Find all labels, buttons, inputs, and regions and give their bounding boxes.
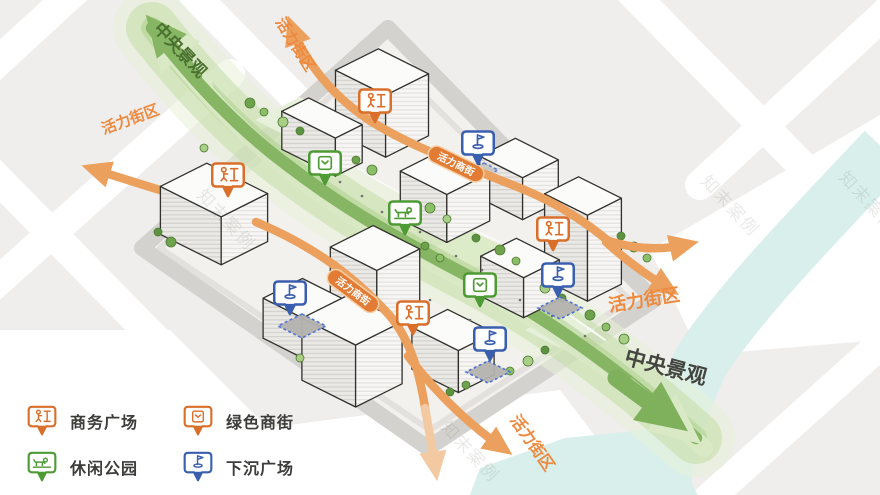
tree <box>165 236 177 248</box>
person-dot <box>380 210 384 214</box>
tree <box>642 253 652 263</box>
person-dot <box>428 298 432 302</box>
business-plaza-pin-icon <box>26 403 58 439</box>
tree <box>295 126 305 136</box>
tree <box>442 214 452 224</box>
building-face <box>329 224 421 272</box>
person-dot <box>454 254 458 258</box>
tree <box>471 233 481 243</box>
legend-label-business-plaza: 商务广场 <box>70 415 139 432</box>
person-dot <box>480 268 484 272</box>
building-face <box>281 97 363 139</box>
tree <box>616 231 626 241</box>
central-landscape-arrowhead <box>607 369 702 445</box>
building-face <box>159 162 269 218</box>
building-face <box>543 176 623 216</box>
legend-label-sunken-plaza: 下沉广场 <box>226 461 295 478</box>
tree <box>435 253 445 263</box>
tree <box>494 244 506 256</box>
tree <box>445 387 455 397</box>
tree <box>244 97 256 109</box>
tree <box>522 355 534 367</box>
tree <box>424 202 436 214</box>
legend-label-leisure-park: 休闲公园 <box>70 461 139 478</box>
tree <box>511 256 521 266</box>
tree <box>295 353 305 363</box>
tree <box>618 333 630 345</box>
tree <box>259 107 269 117</box>
sunken-plaza-pin-icon <box>182 449 214 485</box>
person-dot <box>583 334 587 338</box>
building <box>159 162 269 266</box>
sunken-plaza-areas <box>276 162 584 384</box>
tree <box>584 309 596 321</box>
person-dot <box>468 318 472 322</box>
legend-item-leisure-park: 休闲公园 <box>26 449 138 485</box>
tree <box>351 155 361 165</box>
person-dot <box>518 298 522 302</box>
person-dot <box>338 180 342 184</box>
person-dot <box>360 194 364 198</box>
tree <box>420 241 430 251</box>
tree <box>461 380 471 390</box>
leisure-park-pin-icon <box>26 449 58 485</box>
tree <box>601 322 611 332</box>
legend-item-business-plaza: 商务广场 <box>26 403 138 439</box>
tree <box>199 143 209 153</box>
legend-item-sunken-plaza: 下沉广场 <box>182 449 294 485</box>
tree <box>277 116 289 128</box>
legend-item-green-street: 绿色商街 <box>182 403 294 439</box>
legend: 商务广场 绿色商街 休闲公园 下沉广场 <box>26 403 294 485</box>
tree <box>540 345 550 355</box>
tree <box>366 164 378 176</box>
tree <box>153 227 163 237</box>
legend-label-green-street: 绿色商街 <box>226 415 295 432</box>
building <box>399 148 491 244</box>
green-street-pin-icon <box>182 403 214 439</box>
person-dot <box>418 230 422 234</box>
